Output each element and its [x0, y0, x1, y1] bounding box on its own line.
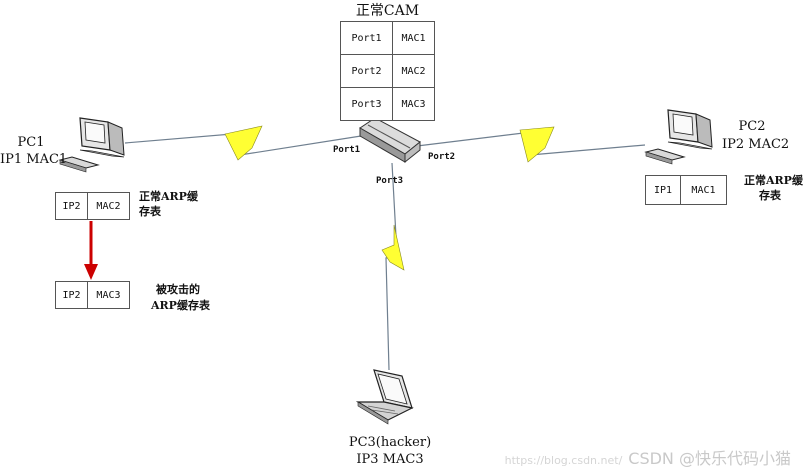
- pc2-arp-normal-label-1: 正常ARP缓: [744, 174, 803, 187]
- cam-title: 正常CAM: [355, 3, 420, 19]
- pc1-arp-normal-table: IP2 MAC2: [55, 192, 131, 220]
- pc1-arp-normal-ip: IP2: [55, 192, 88, 220]
- red-arrow-icon: [84, 221, 98, 280]
- port2-label: Port2: [428, 152, 456, 162]
- pc1-arp-attacked-table: IP2 MAC3: [55, 281, 131, 309]
- pc1-desktop-icon: [58, 117, 125, 173]
- cam-port-cell: Port1: [339, 21, 394, 55]
- csdn-watermark: https://blog.csdn.net/CSDN @快乐代码小猫: [505, 445, 791, 469]
- link-switch-pc3: [381, 162, 405, 371]
- cam-mac-cell: MAC1: [392, 21, 435, 55]
- pc1-arp-normal-mac: MAC2: [86, 192, 131, 220]
- cam-mac-cell: MAC3: [392, 87, 435, 121]
- pc2-arp-normal-label-2: 存表: [759, 189, 781, 202]
- pc1-arp-attacked-label-2: ARP缓存表: [151, 299, 210, 312]
- pc2-name: PC2: [738, 119, 766, 134]
- cam-port-cell: Port2: [339, 54, 394, 88]
- pc1-addr: IP1 MAC1: [0, 152, 68, 167]
- pc2-addr: IP2 MAC2: [722, 137, 790, 152]
- watermark-text: CSDN @快乐代码小猫: [628, 449, 791, 468]
- link-switch-pc2: [416, 126, 646, 163]
- port1-label: Port1: [333, 145, 361, 155]
- pc1-arp-normal-label-2: 存表: [139, 205, 161, 218]
- pc2-arp-normal-ip: IP1: [645, 175, 681, 205]
- pc1-arp-attacked-ip: IP2: [55, 281, 88, 309]
- port3-label: Port3: [376, 176, 404, 186]
- cam-mac-cell: MAC2: [392, 54, 435, 88]
- link-pc1-switch: [124, 125, 362, 161]
- pc1-arp-normal-label-1: 正常ARP缓: [139, 190, 198, 203]
- pc3-addr: IP3 MAC3: [356, 452, 424, 467]
- pc2-arp-normal-table: IP1 MAC1: [645, 175, 728, 205]
- pc1-arp-attacked-label-1: 被攻击的: [156, 283, 200, 296]
- pc1-name: PC1: [17, 135, 45, 150]
- switch-icon: [359, 117, 421, 164]
- pc3-laptop-icon: [355, 369, 414, 425]
- pc2-arp-normal-mac: MAC1: [679, 175, 728, 205]
- pc3-name: PC3(hacker): [348, 435, 432, 450]
- pc2-desktop-icon: [644, 109, 713, 165]
- cam-port-cell: Port3: [339, 87, 394, 121]
- pc1-arp-attacked-mac: MAC3: [86, 281, 131, 309]
- watermark-url: https://blog.csdn.net/: [504, 454, 623, 467]
